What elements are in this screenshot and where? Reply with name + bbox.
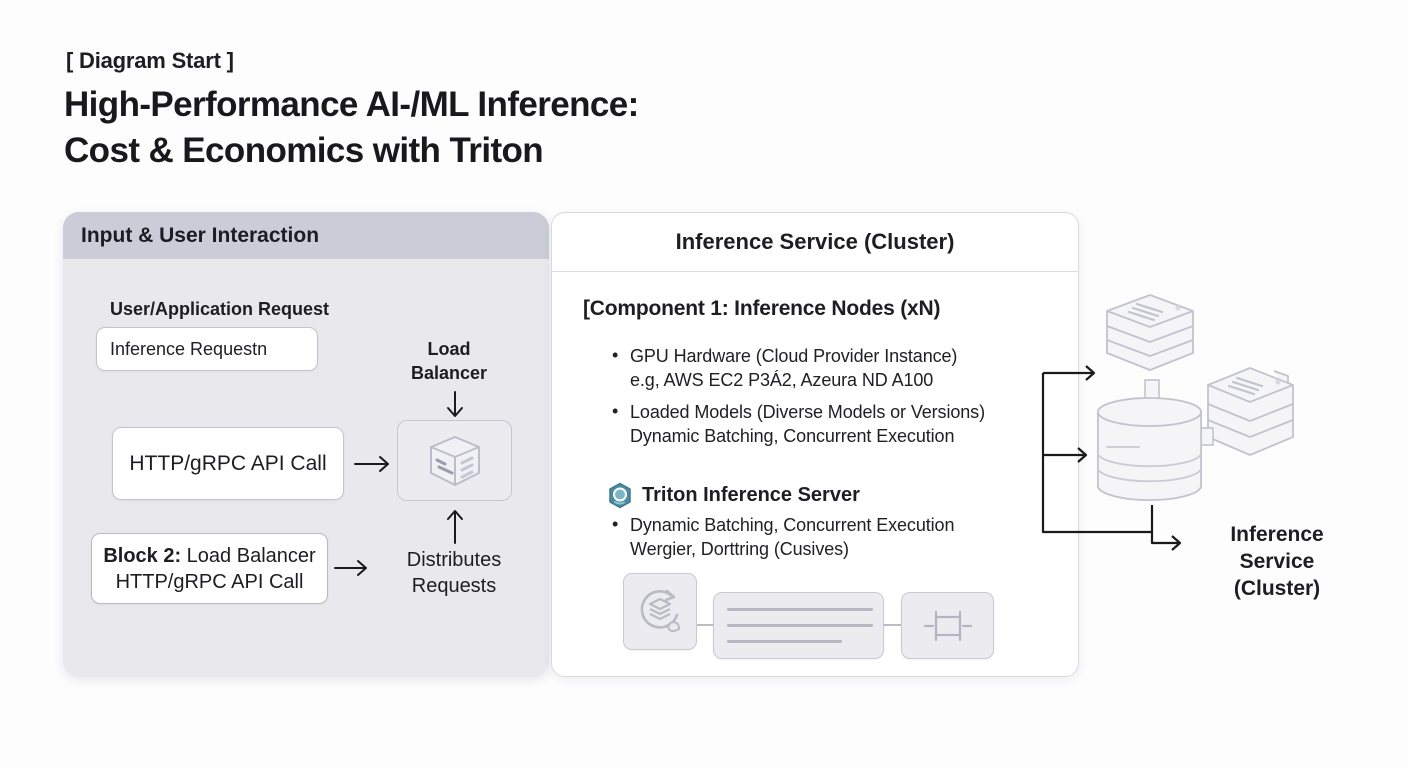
http-grpc-api-call-box: HTTP/gRPC API Call xyxy=(112,427,344,500)
triton-logo-icon xyxy=(609,482,631,509)
arrow-right-icon xyxy=(354,456,389,472)
request-line xyxy=(727,608,873,611)
arrow-up-icon xyxy=(447,510,463,544)
load-balancer-label: Load Balancer xyxy=(410,339,488,383)
page-title: High-Performance AI-/ML Inference: Cost … xyxy=(64,82,639,174)
bullet-loaded-models: Loaded Models (Diverse Models or Version… xyxy=(608,399,985,448)
cube-icon xyxy=(429,435,480,486)
block2-line1: Block 2: Load Balancer xyxy=(103,544,316,567)
bullet-gpu-hardware: GPU Hardware (Cloud Provider Instance) e… xyxy=(608,343,985,392)
pipeline-request-queue-box xyxy=(713,592,884,659)
diagram-start-label: [ Diagram Start ] xyxy=(66,48,234,73)
pipeline-model-repo-box xyxy=(623,573,697,650)
database-cylinder-icon xyxy=(1097,397,1202,502)
server-stack-icon xyxy=(1106,294,1194,371)
page-title-line2: Cost & Economics with Triton xyxy=(64,131,544,170)
cluster-diagram xyxy=(1041,294,1294,551)
page-title-line1: High-Performance AI-/ML Inference: xyxy=(64,85,639,124)
inference-request-text: Inference Requestn xyxy=(110,338,268,359)
cluster-connector-lines xyxy=(1041,365,1182,551)
request-line xyxy=(727,640,842,643)
arrow-down-icon xyxy=(447,391,463,417)
connector-line xyxy=(697,624,713,626)
model-sync-icon xyxy=(640,589,681,632)
server-stack-icon xyxy=(1207,367,1294,456)
triton-heading-text: Triton Inference Server xyxy=(642,484,860,506)
block2-load-balancer-box: Block 2: Load Balancer HTTP/gRPC API Cal… xyxy=(91,533,328,604)
distributes-requests-label: Distributes Requests xyxy=(406,549,502,597)
user-application-request-label: User/Application Request xyxy=(110,299,330,319)
component1-bullet-list: GPU Hardware (Cloud Provider Instance) e… xyxy=(608,343,985,448)
request-line xyxy=(727,624,873,627)
connector-line xyxy=(884,624,901,626)
triton-heading-row: Triton Inference Server xyxy=(607,482,860,509)
pipeline-gpu-chip-box xyxy=(901,592,994,659)
input-panel-header: Input & User Interaction xyxy=(63,212,549,259)
cluster-label: Inference Service (Cluster) xyxy=(1230,523,1324,600)
component1-heading: [Component 1: Inference Nodes (xN) xyxy=(583,297,941,320)
bullet-triton-features: Dynamic Batching, Concurrent Execution W… xyxy=(608,512,1408,561)
load-balancer-node xyxy=(397,420,512,501)
arrow-right-icon xyxy=(334,560,367,576)
chip-icon xyxy=(923,610,972,641)
inference-request-box: Inference Requestn xyxy=(96,327,318,371)
block2-line2: HTTP/gRPC API Call xyxy=(115,570,304,593)
inference-service-header: Inference Service (Cluster) xyxy=(551,212,1079,272)
